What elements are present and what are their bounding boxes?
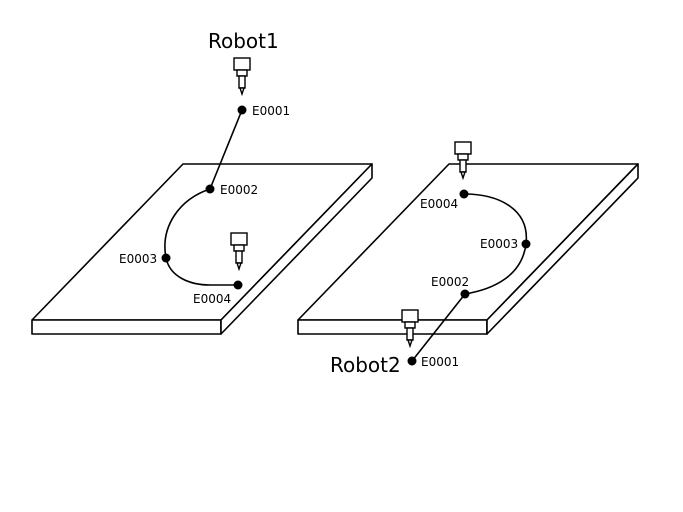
robot2-points: E0001 E0002 E0003 E0004	[407, 189, 531, 369]
robot1-label-e0004: E0004	[193, 292, 231, 306]
robot1-point-e0003	[161, 253, 171, 263]
robot2-approach-line	[411, 293, 466, 362]
robot2-label-e0002: E0002	[431, 275, 469, 289]
robot2-label: Robot2	[330, 353, 401, 377]
robot1-point-e0004	[233, 280, 243, 290]
robot2-label-e0001: E0001	[421, 355, 459, 369]
robot1-tool-icon-end	[230, 232, 248, 272]
robot1-label-e0003: E0003	[119, 252, 157, 266]
robot1-point-e0001	[237, 105, 247, 115]
robot2-workpiece-plate	[297, 163, 639, 335]
robot2-point-e0001	[407, 356, 417, 366]
robot2-tool-icon-top	[454, 141, 472, 181]
robot1-point-e0002	[205, 184, 215, 194]
robot2-tool-icon-start	[401, 309, 419, 349]
robot2-point-e0002	[460, 289, 470, 299]
robot1-label: Robot1	[208, 29, 279, 53]
robot2-label-e0003: E0003	[480, 237, 518, 251]
robot1-label-e0001: E0001	[252, 104, 290, 118]
robot1-label-e0002: E0002	[220, 183, 258, 197]
robot1-tool-icon-top	[233, 57, 251, 97]
robot1-points: E0001 E0002 E0003 E0004	[119, 104, 290, 306]
robot2-label-e0004: E0004	[420, 197, 458, 211]
robot1-workpiece-plate	[31, 163, 373, 335]
robot2-point-e0003	[521, 239, 531, 249]
robot1-approach-line	[209, 109, 243, 190]
robot2-point-e0004	[459, 189, 469, 199]
